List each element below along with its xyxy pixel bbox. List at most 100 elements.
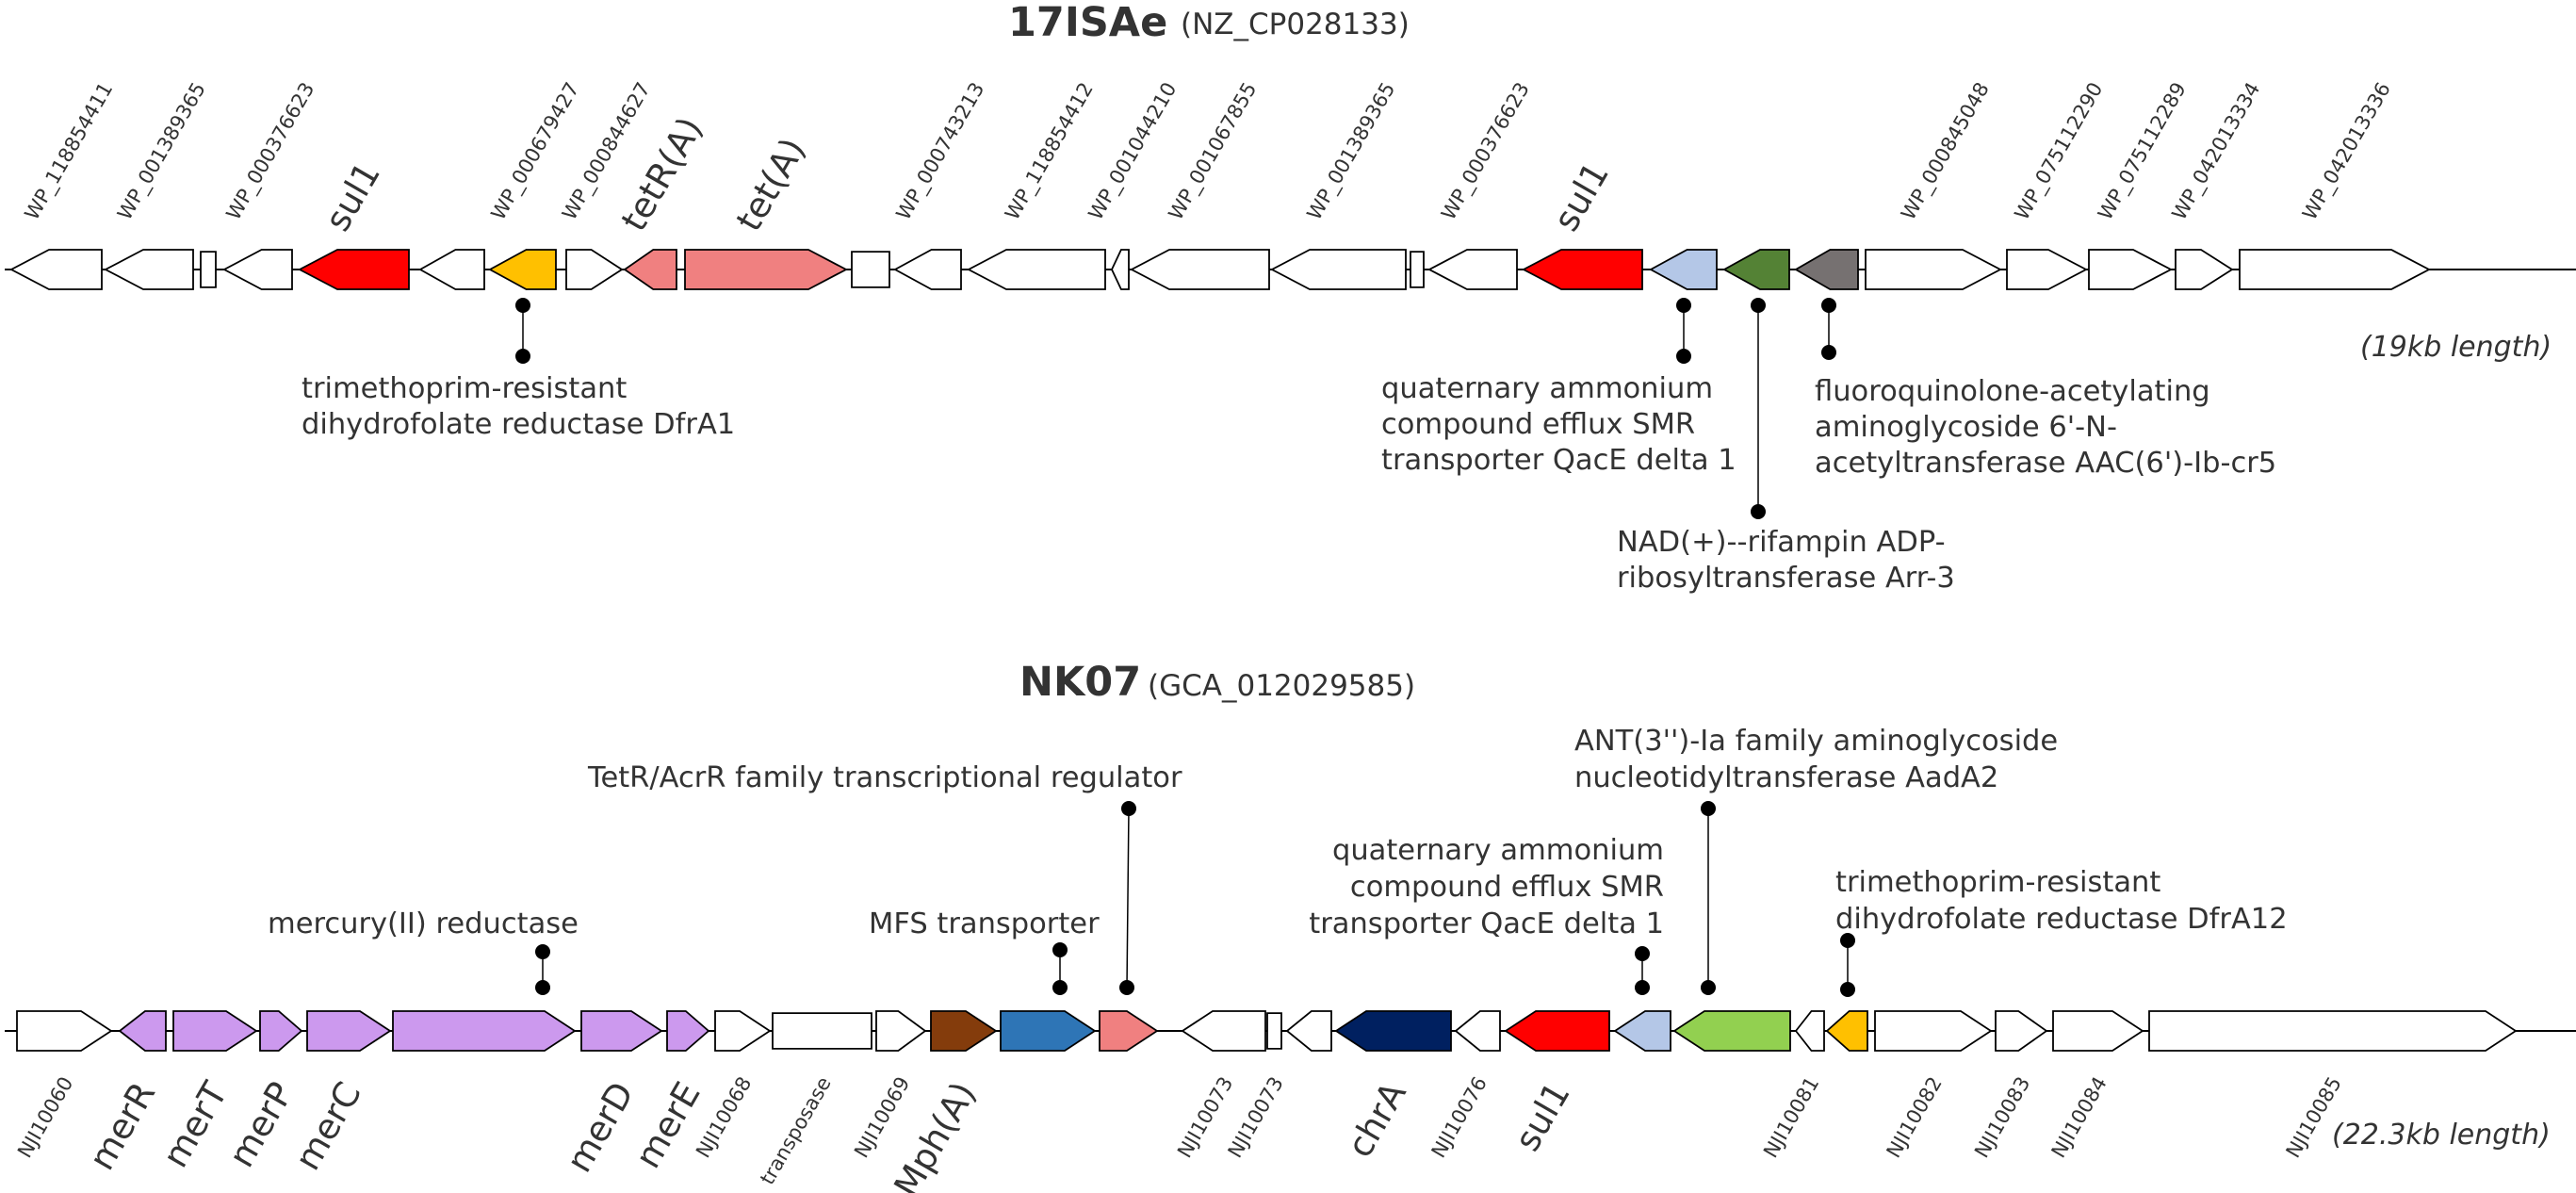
gene-label: merP [220,1075,301,1174]
gene-arrow [222,249,293,290]
gene-arrow [1454,1010,1501,1052]
gene-label: WP_000743213 [892,78,990,224]
gene-label: NJI10084 [2047,1073,2111,1162]
gene-arrow [9,249,103,290]
gene-arrow [1285,1010,1332,1052]
gene-label: NJI10082 [1883,1073,1947,1162]
annotation-line: quaternary ammonium [1332,834,1664,867]
annotation-line: transporter QacE delta 1 [1309,907,1664,940]
track-nk07: NK07 (GCA_012029585) (22.3kb length) NJI… [5,659,2576,1193]
annotation: TetR/AcrR family transcriptional regulat… [587,761,1182,995]
pin-dot [1635,946,1650,961]
annotation: mercury(II) reductase [268,907,579,995]
pin-dot [1840,982,1855,997]
gene-label: WP_000845048 [1897,78,1995,224]
pin-dot [1821,298,1836,313]
gene-label: merE [628,1075,709,1175]
pin-dot [1119,980,1134,995]
annotation-line: compound efflux SMR [1350,871,1664,904]
pin-dot [515,349,530,364]
gene-label: NJI10069 [850,1073,914,1162]
annotation: quaternary ammonium compound efflux SMR … [1309,834,1664,995]
pin-dot [535,980,550,995]
pin-dot [1751,504,1766,519]
pin-dot [1821,345,1836,360]
length-note: (22.3kb length) [2332,1119,2551,1152]
gene-arrow [875,1010,927,1052]
pin-dot [535,944,550,959]
track-accession: (GCA_012029585) [1148,669,1415,703]
gene-arrow [1722,249,1790,290]
gene-label: NJI10083 [1970,1073,2034,1162]
annotation-line: TetR/AcrR family transcriptional regulat… [587,761,1182,794]
track-title: NK07 [1019,659,1141,706]
gene-row [16,1010,2518,1052]
annotation-line: transporter QacE delta 1 [1381,444,1736,477]
gene-label: NJI10076 [1427,1073,1492,1162]
gene-arrow [580,1010,663,1052]
gene-arrow [488,249,557,290]
annotation-line: compound efflux SMR [1381,408,1695,441]
annotation-line: trimethoprim-resistant [302,372,627,405]
annotation-line: ribosyltransferase Arr-3 [1617,562,1955,595]
annotation: ANT(3'')-Ia family aminoglycoside nucleo… [1574,725,2058,995]
pin-dot [1751,298,1766,313]
gene-arrow [118,1010,167,1052]
gene-arrow [1874,1010,1993,1052]
gene-arrow [565,249,624,290]
annotation-line: NAD(+)--rifampin ADP- [1617,526,1946,559]
annotation-line: quaternary ammonium [1381,372,1713,405]
gene-arrow [772,1012,872,1050]
gene-arrow [930,1010,998,1052]
pin-dot [1635,980,1650,995]
annotation-line: nucleotidyltransferase AadA2 [1574,761,1998,794]
gene-label: WP_000376623 [222,78,320,224]
gene-arrow [259,1010,303,1052]
gene-arrow [1865,249,2002,290]
gene-arrow [172,1010,258,1052]
annotation-line: ANT(3'')-Ia family aminoglycoside [1574,725,2058,758]
gene-arrow [1270,249,1407,290]
gene-label: WP_001389365 [1303,78,1401,224]
gene-arrow [1504,1010,1610,1052]
gene-label: NJI10081 [1759,1073,1823,1162]
gene-arrow [1334,1010,1452,1052]
gene-arrow [851,251,890,288]
annotation: trimethoprim-resistant dihydrofolate red… [302,298,735,441]
gene-arrow [967,249,1106,290]
track-accession: (NZ_CP028133) [1181,8,1410,41]
gene-arrow [1099,1010,1159,1052]
gene-label: tet(A) [728,131,813,237]
gene-arrow [104,249,194,290]
gene-arrow [666,1010,710,1052]
gene-label: sul1 [1507,1075,1578,1158]
gene-arrow [1672,1010,1791,1052]
gene-label: merC [287,1075,369,1177]
gene-arrow [418,249,485,290]
pin-dot [1676,298,1691,313]
gene-arrow [1427,249,1518,290]
pin-dot [1121,801,1136,816]
gene-arrow [2175,249,2234,290]
pin-dot [1840,933,1855,948]
gene-arrow [1649,249,1718,290]
gene-arrow [684,249,848,290]
annotations: trimethoprim-resistant dihydrofolate red… [302,298,2276,595]
gene-arrow [1266,1012,1282,1050]
gene-label: WP_118854411 [21,78,119,224]
gene-label: WP_042013336 [2298,78,2396,224]
gene-label: transposase [756,1073,836,1189]
gene-arrow [2006,249,2088,290]
pin-dot [1052,942,1068,957]
gene-arrow [2148,1010,2518,1052]
gene-arrow [2088,249,2173,290]
gene-label: merR [81,1075,163,1177]
annotation: MFS transporter [869,907,1100,995]
length-note: (19kb length) [2360,331,2552,364]
gene-arrow [1613,1010,1671,1052]
gene-arrow [1825,1010,1868,1052]
gene-label: WP_075112290 [2011,78,2109,224]
annotation: quaternary ammonium compound efflux SMR … [1381,298,1736,477]
gene-label: sul1 [1546,155,1618,238]
